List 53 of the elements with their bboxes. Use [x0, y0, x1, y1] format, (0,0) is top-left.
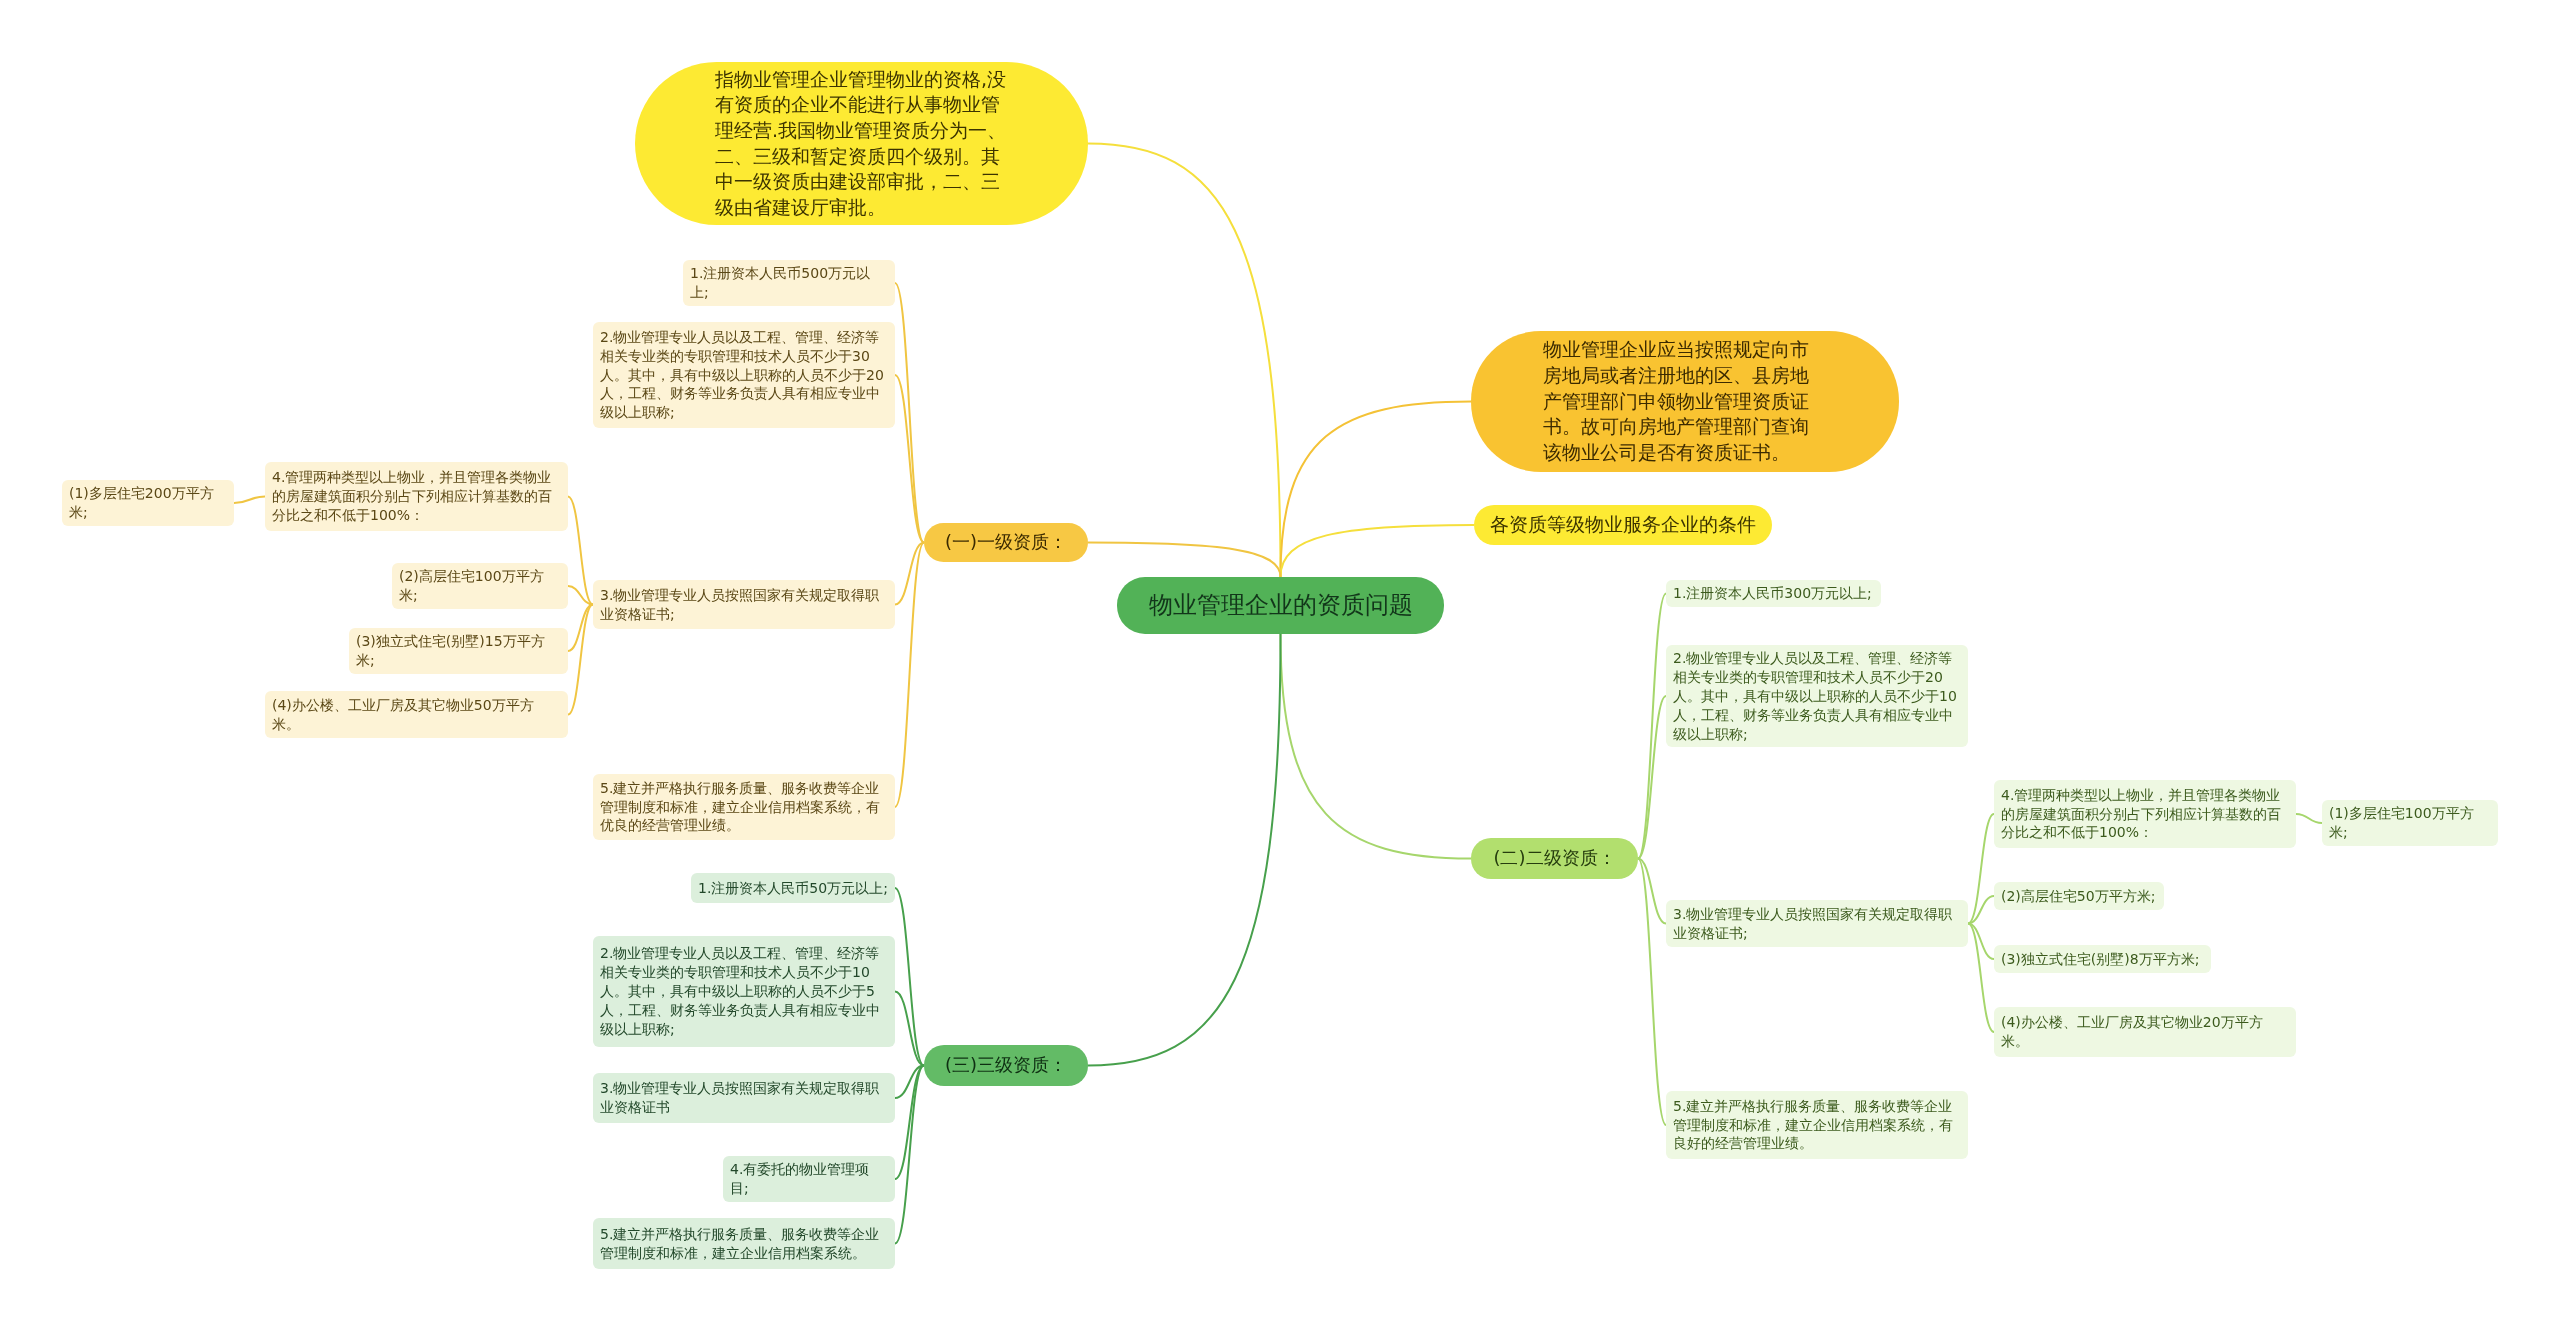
note-bubble: 物业管理企业应当按照规定向市房地局或者注册地的区、县房地产管理部门申领物业管理资质证书。故可向房地产管理部门查询该物业公司是否有资质证书。 [1471, 331, 1899, 472]
connector-line [2295, 813, 2323, 824]
central-topic: 物业管理企业的资质问题 [1117, 577, 1444, 634]
item-box: 3.物业管理专业人员按照国家有关规定取得职业资格证书 [593, 1073, 895, 1123]
item-box: 4.管理两种类型以上物业，并且管理各类物业的房屋建筑面积分别占下列相应计算基数的百分比之和不低于100%： [1994, 780, 2296, 848]
branch-pill: (二)二级资质： [1471, 838, 1638, 879]
item-box: 1.注册资本人民币300万元以上; [1666, 580, 1881, 607]
branch-pill: (三)三级资质： [924, 1045, 1088, 1086]
connector-line [567, 603, 594, 716]
connector-line [1279, 524, 1475, 578]
item-box: 5.建立并严格执行服务质量、服务收费等企业管理制度和标准，建立企业信用档案系统。 [593, 1218, 895, 1269]
item-box: 5.建立并严格执行服务质量、服务收费等企业管理制度和标准，建立企业信用档案系统，有良好的经营管理业绩。 [1666, 1091, 1968, 1159]
item-box: (2)高层住宅50万平方米; [1994, 882, 2164, 910]
topic-pill: 各资质等级物业服务企业的条件 [1474, 505, 1772, 545]
connector-line [894, 990, 925, 1067]
item-box: 4.有委托的物业管理项目; [723, 1156, 895, 1202]
connector-line [894, 887, 925, 1067]
connector-line [1967, 813, 1995, 925]
connector-line [1637, 857, 1667, 925]
connector-line [894, 541, 925, 808]
item-box: 1.注册资本人民币500万元以上; [683, 260, 895, 306]
connector-line [894, 541, 925, 606]
item-box: 3.物业管理专业人员按照国家有关规定取得职业资格证书; [593, 580, 895, 629]
item-box: 2.物业管理专业人员以及工程、管理、经济等相关专业类的专职管理和技术人员不少于30人。其中，具有中级以上职称的人员不少于20人，工程、财务等业务负责人具有相应专业中级以上职称; [593, 322, 895, 428]
item-box: 3.物业管理专业人员按照国家有关规定取得职业资格证书; [1666, 900, 1968, 947]
item-box: 1.注册资本人民币50万元以上; [691, 873, 895, 903]
item-box: 2.物业管理专业人员以及工程、管理、经济等相关专业类的专职管理和技术人员不少于20人。其中，具有中级以上职称的人员不少于10人，工程、财务等业务负责人具有相应专业中级以上职称; [1666, 645, 1968, 748]
item-box: (1)多层住宅200万平方米; [62, 480, 234, 526]
connector-line [894, 1064, 925, 1099]
item-box: (4)办公楼、工业厂房及其它物业50万平方米。 [265, 691, 568, 738]
connector-line [567, 495, 594, 606]
item-box: (3)独立式住宅(别墅)8万平方米; [1994, 945, 2211, 973]
item-box: (2)高层住宅100万平方米; [392, 563, 568, 609]
connector-line [1087, 633, 1282, 1067]
connector-line [894, 1064, 925, 1245]
connector-line [567, 585, 594, 606]
connector-line [894, 374, 925, 544]
item-box: (4)办公楼、工业厂房及其它物业20万平方米。 [1994, 1007, 2296, 1057]
connector-line [1637, 695, 1667, 860]
connector-line [1087, 541, 1282, 578]
item-box: (1)多层住宅100万平方米; [2322, 800, 2498, 846]
note-bubble: 指物业管理企业管理物业的资格,没有资质的企业不能进行从事物业管理经营.我国物业管理资质分为一、二、三级和暂定资质四个级别。其中一级资质由建设部审批，二、三级由省建设厅审批。 [635, 62, 1088, 225]
item-box: 4.管理两种类型以上物业，并且管理各类物业的房屋建筑面积分别占下列相应计算基数的百分比之和不低于100%： [265, 462, 568, 531]
connector-line [233, 495, 266, 504]
connector-line [1967, 895, 1995, 925]
item-box: (3)独立式住宅(别墅)15万平方米; [349, 628, 568, 674]
connector-line [1967, 922, 1995, 1033]
item-box: 5.建立并严格执行服务质量、服务收费等企业管理制度和标准，建立企业信用档案系统，有优良的经营管理业绩。 [593, 774, 895, 840]
connector-line [1637, 857, 1667, 1126]
item-box: 2.物业管理专业人员以及工程、管理、经济等相关专业类的专职管理和技术人员不少于10人。其中，具有中级以上职称的人员不少于5人，工程、财务等业务负责人具有相应专业中级以上职称; [593, 936, 895, 1047]
connector-line [1279, 633, 1472, 860]
connector-line [567, 603, 594, 652]
branch-pill: (一)一级资质： [924, 523, 1088, 562]
